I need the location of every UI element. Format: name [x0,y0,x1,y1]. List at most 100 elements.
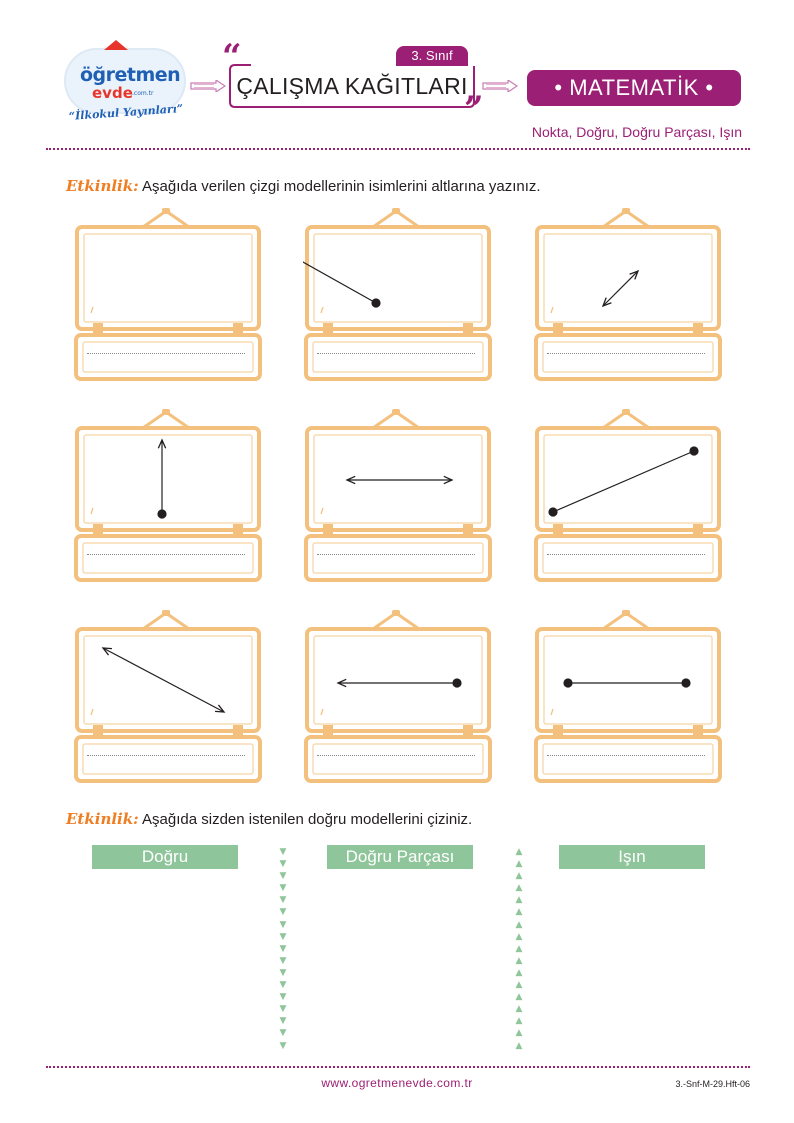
endpoint-dot [563,678,573,688]
line-figure [101,647,226,713]
triangle-down-icon: ▼ [279,1028,287,1039]
triangle-up-icon: ▲ [515,871,523,882]
triangle-down-icon: ▼ [279,980,287,991]
endpoint-dot [452,678,462,688]
arrowhead-icon [629,269,640,280]
board-drawing [534,610,722,783]
topic-title: Nokta, Doğru, Doğru Parçası, Işın [531,124,742,140]
arrowhead-icon [214,704,226,713]
board-drawing [304,409,492,582]
logo-word-evde: evde [92,84,133,102]
column-separator-left: ▼▼▼▼▼▼▼▼▼▼▼▼▼▼▼▼▼ [278,846,288,1052]
triangle-up-icon: ▲ [515,980,523,991]
figure-board [533,406,723,584]
board-drawing [304,208,492,381]
answer-input[interactable] [547,755,705,756]
activity2-instruction: Etkinlik: Aşağıda sizden istenilen doğru… [66,810,472,828]
answer-input[interactable] [317,353,475,354]
figure-board [73,205,263,383]
line-figure [345,475,454,485]
endpoint-dot [371,298,381,308]
column-header-isin: Işın [559,845,705,869]
figure-board [73,607,263,785]
triangle-up-icon: ▲ [515,895,523,906]
close-quote-icon: ” [464,89,484,129]
triangle-down-icon: ▼ [279,907,287,918]
arrowhead-icon [157,438,167,449]
activity1-instruction: Etkinlik: Aşağıda verilen çizgi modeller… [66,177,541,195]
logo-word-ogretmen: öğretmen [80,64,181,86]
answer-input[interactable] [87,353,245,354]
activity1-label: Etkinlik: [66,177,139,195]
endpoint-dot [157,509,167,519]
triangle-down-icon: ▼ [279,931,287,942]
segment-figure [548,446,699,517]
figure-board [533,205,723,383]
grade-tag: 3. Sınıf [396,46,468,66]
triangle-up-icon: ▲ [515,859,523,870]
page-title: ÇALIŞMA KAĞITLARI [236,73,468,99]
figure-board [303,205,493,383]
drawing-area-dogru[interactable] [88,876,242,1046]
triangle-up-icon: ▲ [515,907,523,918]
figure-board [533,607,723,785]
arrowhead-icon [345,475,356,485]
footer-url: www.ogretmenevde.com.tr [321,1076,473,1090]
answer-input[interactable] [87,554,245,555]
logo-domain: .com.tr [132,90,154,97]
triangle-down-icon: ▼ [279,859,287,870]
board-drawing [534,208,722,381]
triangle-down-icon: ▼ [279,895,287,906]
endpoint-dot [681,678,691,688]
triangle-up-icon: ▲ [515,931,523,942]
triangle-down-icon: ▼ [279,883,287,894]
figure-board [303,406,493,584]
answer-input[interactable] [317,755,475,756]
triangle-down-icon: ▼ [279,871,287,882]
arrowhead-icon [601,297,612,308]
title-frame [229,64,475,108]
activity2-text: Aşağıda sizden istenilen doğru modelleri… [142,811,473,828]
triangle-up-icon: ▲ [515,992,523,1003]
ray-figure [336,678,462,688]
column-header-dogru: Doğru [92,845,238,869]
line-figure [601,269,640,308]
board-drawing [74,610,262,783]
triangle-down-icon: ▼ [279,967,287,978]
title-box: ÇALIŞMA KAĞITLARI [229,64,475,108]
triangle-up-icon: ▲ [515,1028,523,1039]
triangle-down-icon: ▼ [279,992,287,1003]
triangle-down-icon: ▼ [279,1040,287,1051]
triangle-down-icon: ▼ [279,943,287,954]
triangle-up-icon: ▲ [515,919,523,930]
triangle-down-icon: ▼ [279,955,287,966]
triangle-up-icon: ▲ [515,1016,523,1027]
arrow-right-icon [482,80,518,92]
publisher-logo: öğretmen evde .com.tr “İlkokul Yayınları… [58,40,190,126]
drawing-area-dogru-parcasi[interactable] [322,876,478,1046]
header-divider [46,148,750,150]
arrowhead-icon [443,475,454,485]
answer-input[interactable] [317,554,475,555]
activity1-text: Aşağıda verilen çizgi modellerinin isiml… [142,178,541,195]
activity2-label: Etkinlik: [66,810,139,828]
triangle-up-icon: ▲ [515,955,523,966]
drawing-area-isin[interactable] [555,876,709,1046]
answer-input[interactable] [87,755,245,756]
answer-input[interactable] [547,353,705,354]
board-drawing [304,610,492,783]
arrowhead-icon [336,678,347,688]
subject-badge: • MATEMATİK • [527,70,741,106]
segment-figure [73,205,263,383]
arrowhead-icon [101,647,113,656]
triangle-up-icon: ▲ [515,883,523,894]
triangle-down-icon: ▼ [279,847,287,857]
figure-board [73,406,263,584]
footer-code: 3.-Snf-M-29.Hft-06 [675,1079,750,1089]
answer-input[interactable] [547,554,705,555]
triangle-up-icon: ▲ [515,1004,523,1015]
triangle-down-icon: ▼ [279,919,287,930]
column-separator-right: ▲▲▲▲▲▲▲▲▲▲▲▲▲▲▲▲▲ [514,846,524,1052]
logo-roof-icon [104,40,128,50]
triangle-down-icon: ▼ [279,1004,287,1015]
